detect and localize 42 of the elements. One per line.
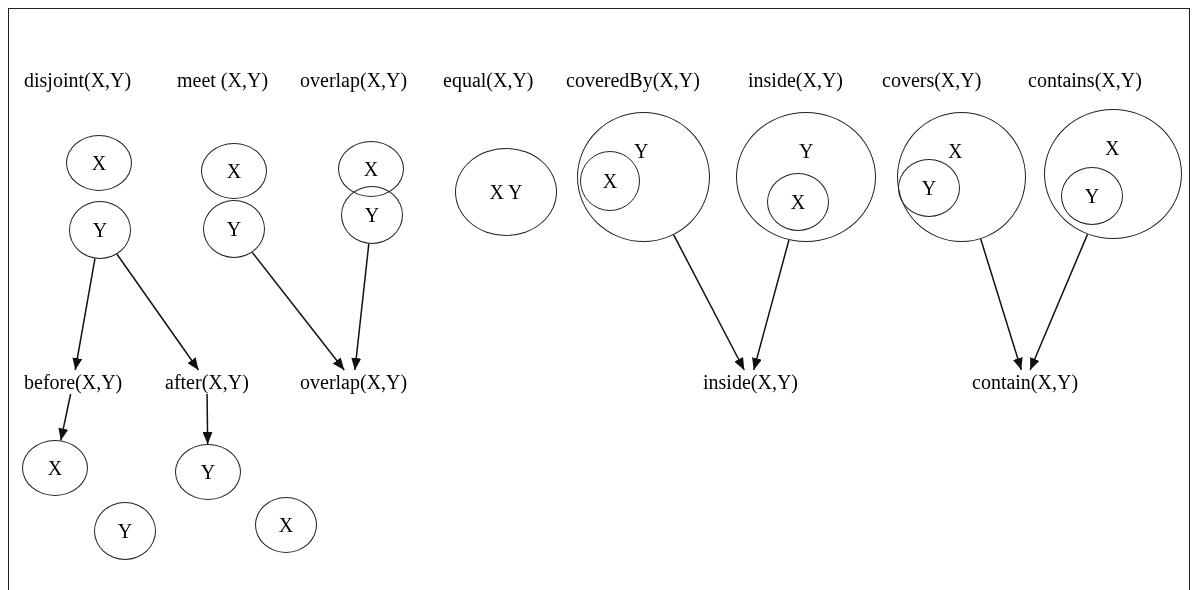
set-name: X (602, 171, 618, 191)
set-name: Y (634, 141, 649, 161)
set-name: Y (1084, 186, 1100, 206)
relation-name: overlap(X,Y) (300, 68, 408, 92)
set-name: Y (799, 141, 814, 161)
relation-label: contain(X,Y) (972, 370, 1079, 394)
set-name: X (91, 153, 107, 173)
relation-label: inside(X,Y) (703, 370, 798, 394)
set-name: Y (200, 462, 216, 482)
arrow (251, 251, 345, 371)
set-name: Y (92, 220, 108, 240)
set-name: Y (364, 205, 380, 225)
set-name: X (278, 515, 294, 535)
arrow (672, 234, 745, 371)
relation-name: meet (X,Y) (177, 68, 269, 92)
arrow (202, 393, 213, 445)
relation-name: equal(X,Y) (443, 68, 534, 92)
set-name: X (363, 159, 379, 179)
set-name: X (790, 192, 806, 212)
arrow (58, 393, 72, 442)
set-name: X (226, 161, 242, 181)
relation-name: coveredBy(X,Y) (566, 68, 700, 92)
set-name: Y (226, 219, 242, 239)
arrow (752, 239, 790, 371)
relation-name: disjoint(X,Y) (24, 68, 132, 92)
relation-name: contains(X,Y) (1028, 68, 1142, 92)
arrow (980, 238, 1023, 371)
relation-name: covers(X,Y) (882, 68, 982, 92)
arrow (351, 243, 370, 371)
arrow (116, 253, 200, 371)
set-name: X (948, 141, 963, 161)
set-name: Y (117, 521, 133, 541)
relation-label: overlap(X,Y) (300, 370, 408, 394)
relation-name: inside(X,Y) (748, 68, 843, 92)
relation-label: after(X,Y) (165, 370, 249, 394)
set-name: X (47, 458, 63, 478)
arrow (72, 257, 96, 371)
set-name: X Y (489, 182, 523, 202)
relation-label: before(X,Y) (24, 370, 123, 394)
set-name: X (1105, 138, 1120, 158)
arrow (1029, 233, 1089, 371)
set-name: Y (921, 178, 937, 198)
